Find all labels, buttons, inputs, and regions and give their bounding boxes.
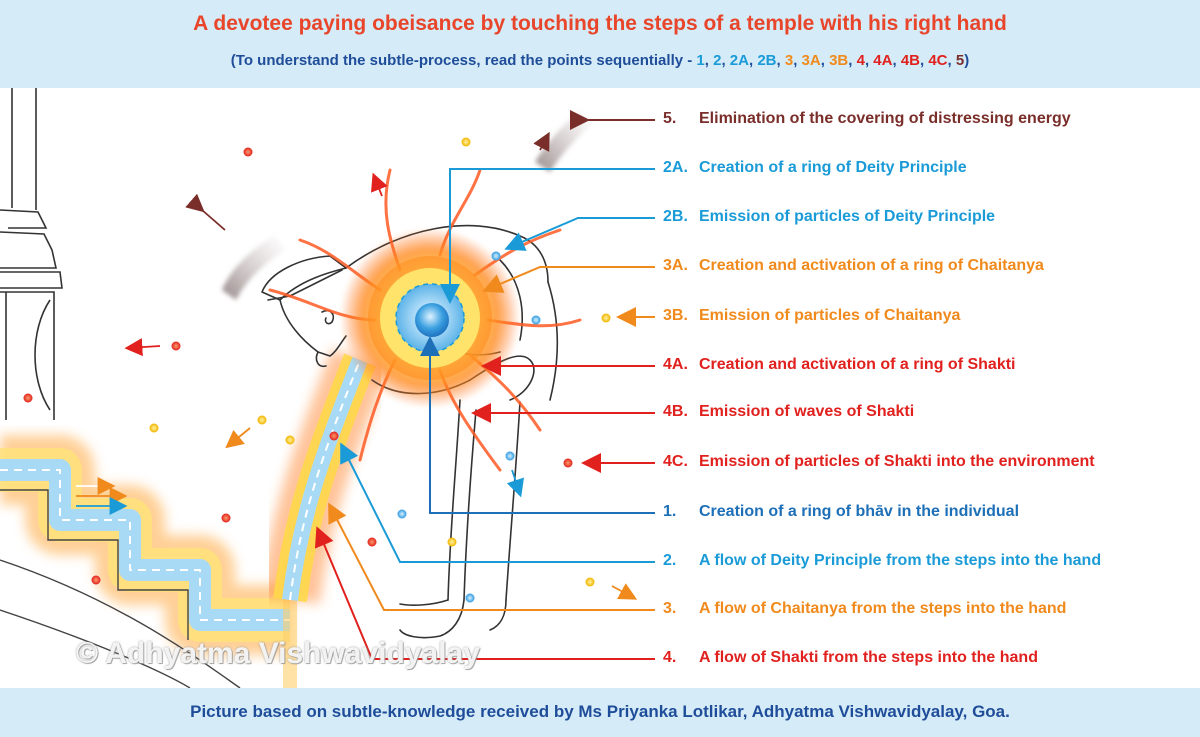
diagram-title: A devotee paying obeisance by touching t… xyxy=(193,12,1007,35)
callout-number: 2A. xyxy=(663,159,688,176)
particle xyxy=(221,513,231,523)
callout-number: 4A. xyxy=(663,356,688,373)
callout-label: 4. A flow of Shakti from the steps into t… xyxy=(663,649,1038,667)
particle xyxy=(465,593,475,603)
sequence-separator: , xyxy=(864,52,874,69)
temple-pillar xyxy=(0,88,63,420)
sequence-item: 2A xyxy=(729,52,749,69)
callout-number: 1. xyxy=(663,503,677,520)
sequence-separator: , xyxy=(704,52,714,69)
callout-label: 3B. Emission of particles of Chaitanya xyxy=(663,307,960,325)
illustration xyxy=(0,88,655,688)
particle xyxy=(461,137,471,147)
particle xyxy=(23,393,33,403)
subtitle-prefix: (To understand the subtle-process, read … xyxy=(230,52,697,69)
particle xyxy=(243,147,253,157)
subtitle-suffix: ) xyxy=(964,52,970,69)
sequence-item: 5 xyxy=(955,52,965,69)
callout-label: 4B. Emission of waves of Shakti xyxy=(663,403,914,421)
callout-number: 4C. xyxy=(663,453,688,470)
callout-text: Emission of waves of Shakti xyxy=(699,403,915,420)
decorative-arrows xyxy=(76,131,638,600)
particle xyxy=(601,313,611,323)
particle xyxy=(285,435,295,445)
footer-band: Picture based on subtle-knowledge receiv… xyxy=(0,688,1200,737)
callout-number: 4. xyxy=(663,649,677,666)
arm-flow xyxy=(260,348,388,604)
particle xyxy=(585,577,595,587)
callout-number: 3B. xyxy=(663,307,688,324)
sequence-separator: , xyxy=(776,52,785,69)
callout-text: Creation of a ring of bhāv in the indivi… xyxy=(699,503,1020,520)
callout-text: Elimination of the covering of distressi… xyxy=(699,110,1071,127)
particle xyxy=(531,315,541,325)
callout-label: 2. A flow of Deity Principle from the ste… xyxy=(663,552,1101,570)
sequence-separator: , xyxy=(920,52,929,69)
callout-text: A flow of Deity Principle from the steps… xyxy=(699,552,1102,569)
particle xyxy=(171,341,181,351)
particle xyxy=(563,458,573,468)
sequence-item: 4C xyxy=(928,52,948,69)
callout-label: 1. Creation of a ring of bhāv in the indi… xyxy=(663,503,1019,521)
sequence-separator: , xyxy=(748,52,758,69)
energy-particles xyxy=(23,137,611,603)
sequence-item: 3 xyxy=(784,52,794,69)
header-band: A devotee paying obeisance by touching t… xyxy=(0,0,1200,88)
callout-number: 3A. xyxy=(663,257,688,274)
callout-label: 2B. Emission of particles of Deity Princi… xyxy=(663,208,995,226)
copyright-watermark: © Adhyatma Vishwavidyalay xyxy=(76,637,480,670)
callout-number: 2. xyxy=(663,552,677,569)
particle xyxy=(397,509,407,519)
callout-text: Emission of particles of Deity Principle xyxy=(699,208,996,225)
sequence-item: 3A xyxy=(801,52,821,69)
sequence-item: 4B xyxy=(900,52,920,69)
particle xyxy=(491,251,501,261)
callout-number: 2B. xyxy=(663,208,688,225)
subtitle-sequence: 1, 2, 2A, 2B, 3, 3A, 3B, 4, 4A, 4B, 4C, … xyxy=(696,52,964,69)
callout-text: Emission of particles of Shakti into the… xyxy=(699,453,1095,470)
callout-text: Creation and activation of a ring of Sha… xyxy=(699,356,1016,373)
diagram-subtitle: (To understand the subtle-process, read … xyxy=(0,52,1200,69)
particle xyxy=(329,431,339,441)
callout-text: A flow of Chaitanya from the steps into … xyxy=(699,600,1067,617)
callout-text: A flow of Shakti from the steps into the… xyxy=(699,649,1038,666)
callout-number: 5. xyxy=(663,110,677,127)
callout-text: Creation and activation of a ring of Cha… xyxy=(699,257,1044,274)
sequence-item: 3B xyxy=(829,52,849,69)
callout-label: 2A. Creation of a ring of Deity Principle xyxy=(663,159,967,177)
callout-text: Emission of particles of Chaitanya xyxy=(699,307,961,324)
leader-lines xyxy=(314,110,655,660)
sequence-separator: , xyxy=(947,52,956,69)
sequence-item: 2 xyxy=(713,52,722,69)
particle xyxy=(149,423,159,433)
particle xyxy=(367,537,377,547)
callout-label: 3. A flow of Chaitanya from the steps int… xyxy=(663,600,1066,618)
callout-label: 4C. Emission of particles of Shakti into … xyxy=(663,453,1095,471)
sequence-item: 4A xyxy=(873,52,893,69)
sequence-separator: , xyxy=(848,52,857,69)
sequence-item: 2B xyxy=(757,52,777,69)
callout-number: 4B. xyxy=(663,403,688,420)
footer-credit: Picture based on subtle-knowledge receiv… xyxy=(190,702,1010,721)
sequence-separator: , xyxy=(793,52,802,69)
temple-steps xyxy=(0,435,297,688)
sequence-separator: , xyxy=(892,52,901,69)
callout-label: 4A. Creation and activation of a ring of … xyxy=(663,356,1015,374)
sequence-item: 1 xyxy=(696,52,705,69)
particle xyxy=(91,575,101,585)
sequence-separator: , xyxy=(721,52,730,69)
sequence-item: 4 xyxy=(856,52,865,69)
callout-label: 5. Elimination of the covering of distres… xyxy=(663,110,1071,128)
sequence-separator: , xyxy=(820,52,830,69)
particle xyxy=(447,537,457,547)
callout-number: 3. xyxy=(663,600,677,617)
particle xyxy=(505,451,515,461)
callout-label: 3A. Creation and activation of a ring of … xyxy=(663,257,1044,275)
particle xyxy=(257,415,267,425)
callout-text: Creation of a ring of Deity Principle xyxy=(699,159,967,176)
